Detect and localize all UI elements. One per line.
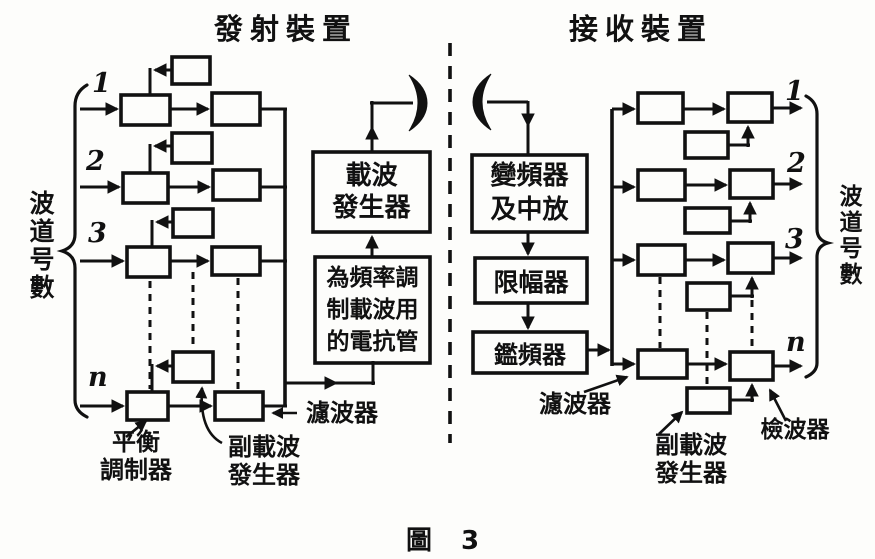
tx-ch2-subcarrier-box [170,131,214,165]
tx-filter-label: 濾波器 [306,399,378,427]
figure-caption: 圖 3 [406,526,490,556]
tx-ch1-subcarrier-box [170,55,212,86]
rx-limiter-label: 限幅器 [493,267,569,297]
rx-ch3-subcarrier-box [685,281,732,312]
tx-ch3-subcarrier-box [171,207,215,239]
tx-chn-filter-box [213,390,265,422]
tx-antenna-icon [408,74,428,132]
rx-ch2-filter-box [636,168,687,202]
tx-carrier-generator-label: 載波 發生器 [332,160,411,224]
left-channel-count-label: 波道号數 [26,190,55,302]
rx-filter-pointer [583,374,629,394]
rx-ch2-detector-box [728,168,775,200]
rx-chn-detector-box [728,350,775,382]
rx-ch3-detector-box [726,241,775,275]
tx-section-title: 發射裝置 [213,12,358,46]
rx-ch1-filter-box [636,91,685,125]
right-channels-brace [804,94,835,379]
tx-ch1-modulator-box [119,93,172,127]
rx-discriminator-box [471,330,589,375]
tx-ch3-modulator-box [125,245,172,279]
rx-channel-2-label: 2 [787,148,806,179]
rx-chn-filter-box [636,348,689,380]
tx-chn-modulator-box [125,390,170,422]
tx-ch3-filter-box [210,245,262,277]
tx-section [80,55,432,445]
rx-ch1-detector-box [726,91,774,124]
rx-section-title: 接收裝置 [568,12,713,46]
tx-subcarrier-pointer [195,386,223,445]
tx-chn-subcarrier-box [171,350,215,384]
rx-ch2-subcarrier-box [683,206,732,235]
tx-reactance-tube-label: 為頻率調 制載波用 的電抗管 [326,264,419,356]
tx-balanced-modulator-label: 平衡 調制器 [100,428,172,485]
rx-subcarrier-generator-label: 副載波 發生器 [655,431,727,488]
rx-filter-label: 濾波器 [539,390,611,418]
tx-subcarrier-generator-label: 副載波 發生器 [228,433,300,490]
rx-detector-pointer [768,388,788,422]
tx-ch2-modulator-box [121,171,170,205]
rx-connector-lines [487,100,804,402]
rx-section [470,73,804,435]
tx-connector-lines [80,63,413,413]
rx-channel-1-label: 1 [785,76,804,107]
tx-channel-3-label: 3 [88,218,107,249]
tx-channel-n-label: n [88,362,108,393]
left-channels-brace [56,83,89,419]
rx-limiter-box [473,256,589,305]
rx-detector-label: 檢波器 [760,417,830,443]
tx-channel-1-label: 1 [92,68,111,99]
tx-ch1-filter-box [210,91,262,127]
tx-channel-2-label: 2 [86,146,105,177]
rx-subcarrier-pointer [658,410,684,435]
rx-chn-subcarrier-box [685,386,732,415]
rx-ch3-filter-box [636,243,687,277]
rx-mixer-if-label: 變頻器 及中放 [490,160,569,225]
rx-channel-n-label: n [786,327,806,358]
rx-discriminator-label: 鑑頻器 [494,341,566,369]
rx-channel-3-label: 3 [785,224,804,255]
rx-ch1-subcarrier-box [683,130,730,160]
tx-balanced-modulator-pointer [125,419,148,439]
rx-antenna-icon [472,73,492,131]
tx-ch2-filter-box [211,168,262,202]
right-channel-count-label: 波道号數 [835,184,861,288]
